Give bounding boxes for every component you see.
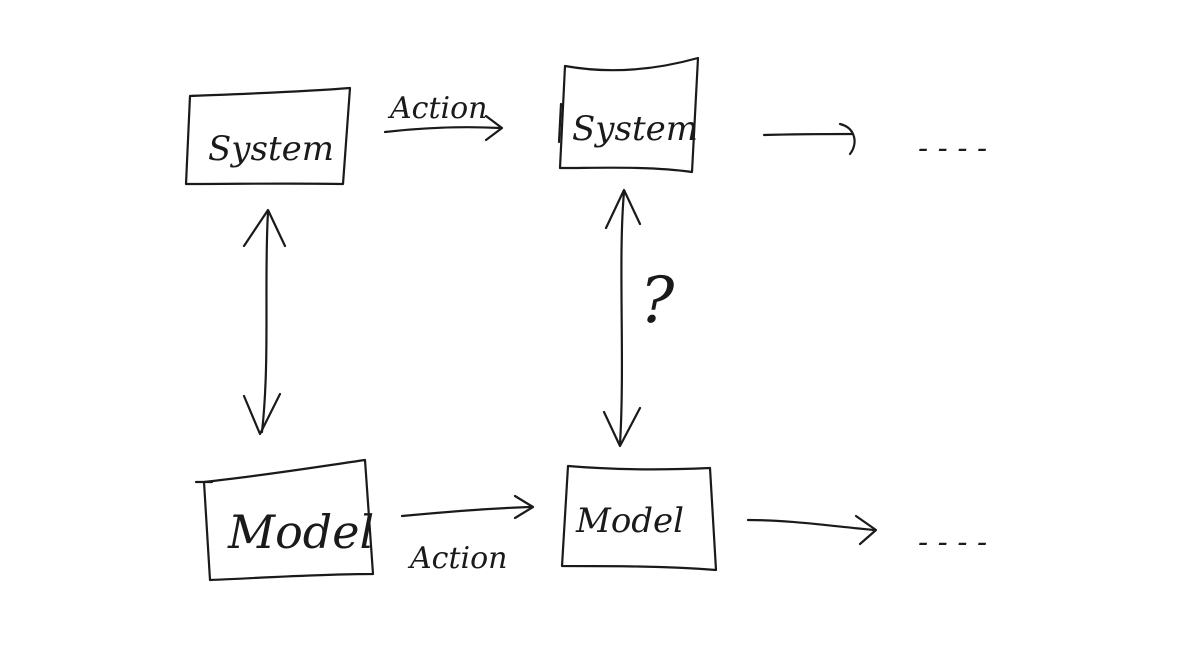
system-continuation-arrow [762,132,854,137]
model-node-2: Model [560,464,718,572]
system-continuation-arrowhead [838,122,856,156]
system-action-arrowhead [484,114,504,142]
right-double-arrow-line [618,190,626,446]
left-correspondence-edge [242,208,287,436]
left-double-arrow-line [260,210,270,434]
model-node-1: Model [194,458,375,582]
system-action-label: Action [387,91,488,126]
system-action-edge: Action [383,91,504,142]
model-label-2: Model [575,501,684,541]
model-action-arrowhead [513,494,535,520]
system-action-arrow [383,126,502,134]
system-continuation: - - - - [762,122,987,166]
model-continuation: - - - - [746,514,987,560]
system-continuation-dots: - - - - [918,131,987,166]
right-double-arrow-top-head [604,188,642,230]
system-label-1: System [208,129,334,169]
system-node-2: System [557,56,700,174]
model-label-1: Model [227,505,374,559]
system-box-2-border [558,56,700,174]
system-node-1: System [184,86,352,186]
model-action-label: Action [407,541,508,576]
left-double-arrow-bottom-head [242,392,282,436]
system-box-1-border [184,86,352,186]
model-action-edge: Action [400,494,535,576]
question-mark-label: ? [640,264,675,338]
model-box-1-border [202,458,375,582]
right-correspondence-edge: ? [602,188,675,448]
system-box-2-left-stroke [557,102,563,144]
model-continuation-arrow [746,518,876,532]
model-action-arrow [400,505,534,518]
right-double-arrow-bottom-head [602,406,642,448]
model-continuation-arrowhead [854,514,878,546]
system-label-2: System [572,109,698,149]
left-double-arrow-top-head [242,208,287,248]
model-continuation-dots: - - - - [918,525,987,560]
model-box-2-border [560,464,718,572]
